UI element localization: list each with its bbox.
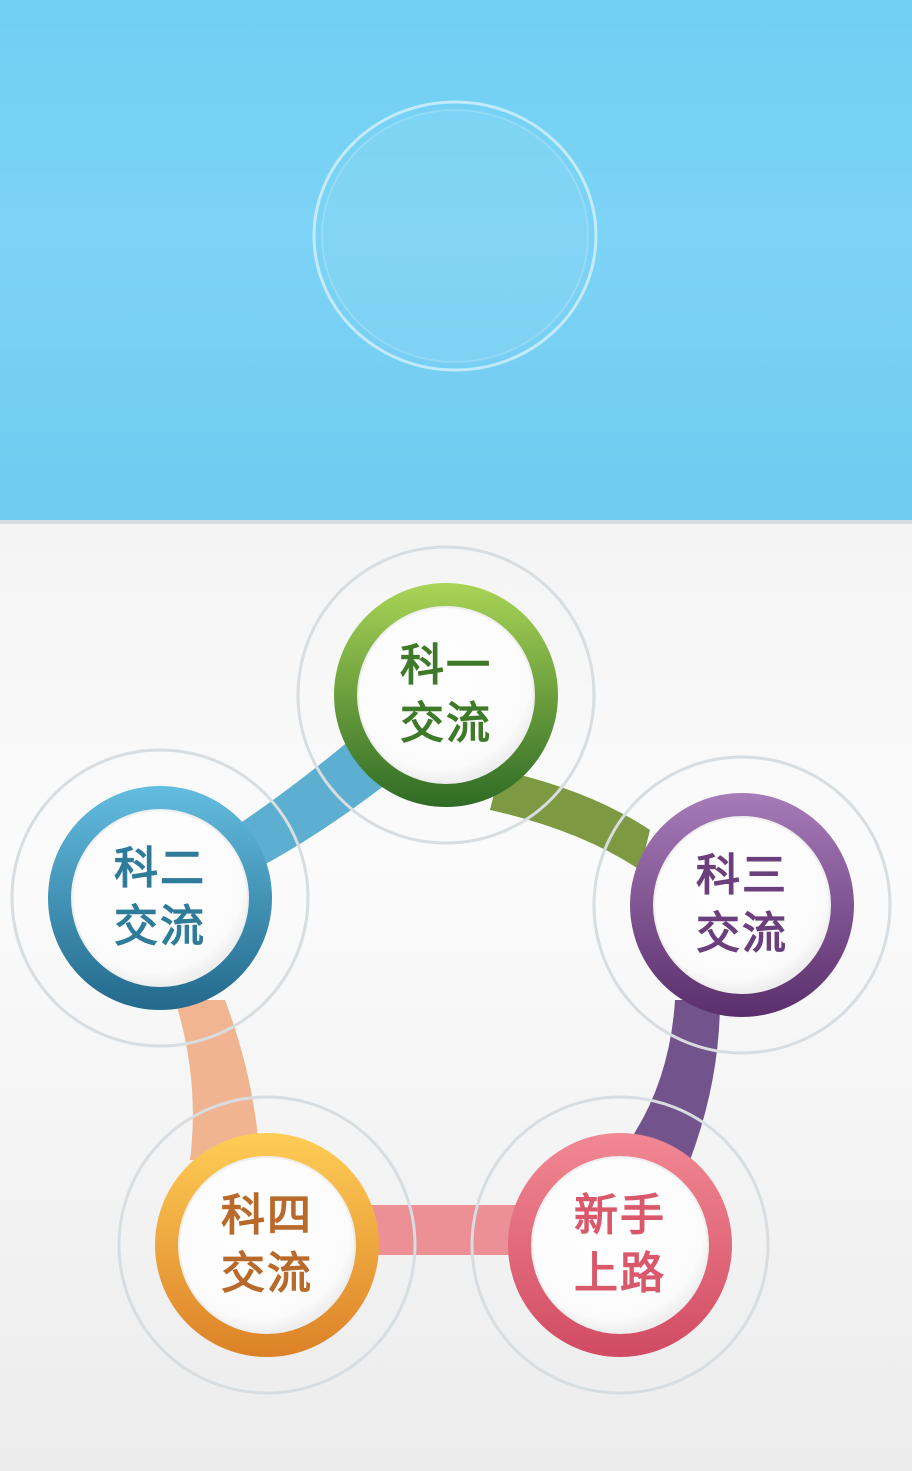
outer-ring-green bbox=[296, 545, 596, 845]
node-ke1-line2: 交流 bbox=[400, 698, 492, 749]
face-green bbox=[357, 606, 535, 784]
face-orange bbox=[178, 1156, 356, 1334]
face-blue bbox=[71, 809, 249, 987]
node-ke3-line1: 科三 bbox=[696, 850, 788, 901]
outer-ring-orange bbox=[117, 1095, 417, 1395]
node-ke4-line1: 科四 bbox=[221, 1190, 313, 1241]
node-ke3-line2: 交流 bbox=[696, 908, 788, 959]
node-ke1[interactable]: 科一 交流 bbox=[346, 637, 546, 753]
node-newbie-line1: 新手 bbox=[574, 1190, 666, 1241]
node-ke2-line2: 交流 bbox=[114, 901, 206, 952]
outer-ring-blue bbox=[10, 748, 310, 1048]
banner-ring-decoration bbox=[312, 100, 598, 372]
connector-green-purple bbox=[490, 770, 650, 870]
node-ke1-line1: 科一 bbox=[400, 640, 492, 691]
node-ke4[interactable]: 科四 交流 bbox=[167, 1187, 367, 1303]
face-purple bbox=[653, 816, 831, 994]
banner-divider bbox=[0, 520, 912, 524]
node-ke2-line1: 科二 bbox=[114, 843, 206, 894]
outer-ring-pink bbox=[470, 1095, 770, 1395]
outer-ring-purple bbox=[592, 755, 892, 1055]
node-newbie-line2: 上路 bbox=[574, 1248, 666, 1299]
node-ke3[interactable]: 科三 交流 bbox=[642, 847, 842, 963]
face-pink bbox=[531, 1156, 709, 1334]
node-ke2[interactable]: 科二 交流 bbox=[60, 840, 260, 956]
connector-blue-green bbox=[230, 740, 385, 870]
connector-pink-orange bbox=[370, 1205, 530, 1255]
node-newbie[interactable]: 新手 上路 bbox=[520, 1187, 720, 1303]
node-ke4-line2: 交流 bbox=[221, 1248, 313, 1299]
top-banner bbox=[0, 0, 912, 520]
